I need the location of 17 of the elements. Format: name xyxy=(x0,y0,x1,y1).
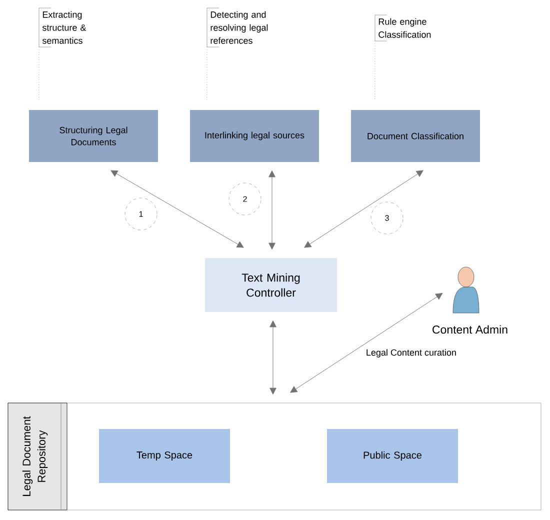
process-box: Interlinking legal sources xyxy=(190,110,319,162)
arrow xyxy=(268,170,276,250)
arrow xyxy=(110,170,244,248)
process-box: Document Classification xyxy=(351,110,480,162)
storage-box: Public Space xyxy=(327,429,458,483)
arrow xyxy=(270,320,276,394)
annotation-bracket: Extracting structure & semantics xyxy=(38,8,86,48)
annotation-bracket: Rule engine Classification xyxy=(374,14,431,42)
person-label: Content Admin xyxy=(432,325,508,334)
arrow xyxy=(290,293,443,393)
edge-label: Legal Content curation xyxy=(364,348,458,358)
controller-box: Text Mining Controller xyxy=(205,258,337,312)
annotation-bracket: Detecting and resolving legal references xyxy=(206,8,268,48)
storage-box: Temp Space xyxy=(99,429,230,483)
arrow xyxy=(304,170,424,248)
person-icon xyxy=(452,266,480,314)
process-box: Structuring Legal Documents xyxy=(29,110,158,162)
